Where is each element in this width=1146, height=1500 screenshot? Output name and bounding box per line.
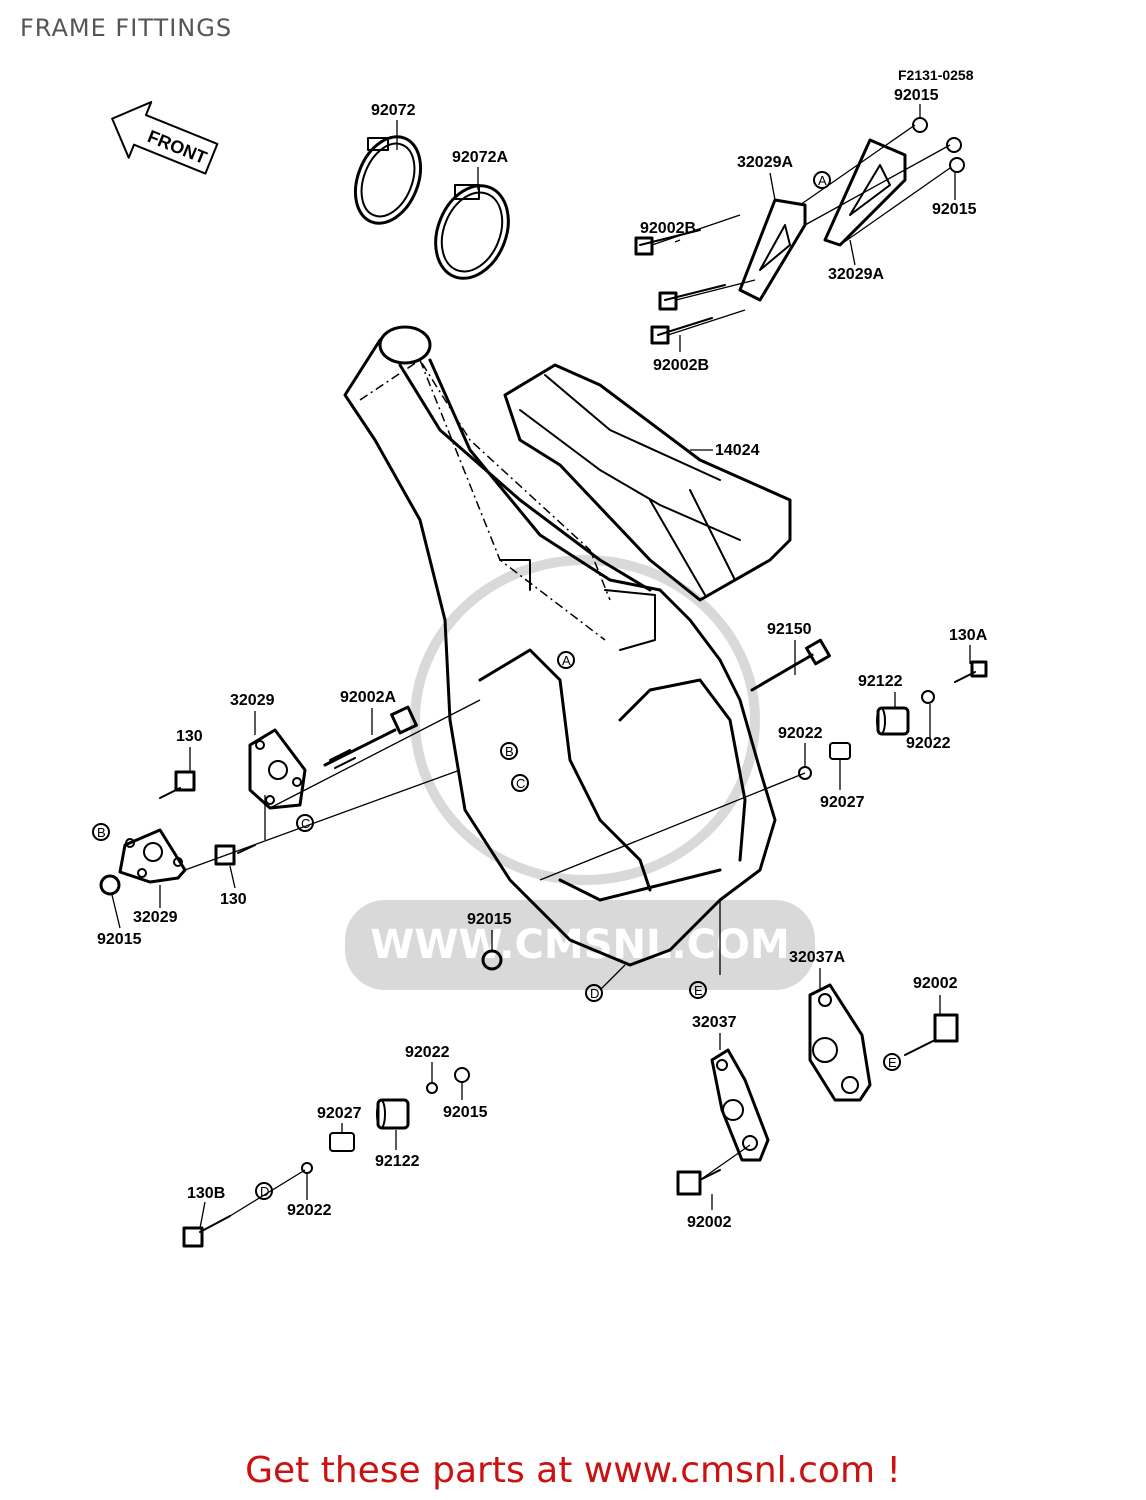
- label-32029-bottom[interactable]: 32029: [133, 909, 178, 926]
- label-130-bottom[interactable]: 130: [220, 891, 247, 908]
- label-92022-bottom[interactable]: 92022: [287, 1202, 332, 1219]
- reference-markers: A A B C B C D E E D: [92, 171, 901, 1200]
- plate-32029-bottom-icon: [118, 828, 187, 884]
- bolt-130b-icon: [182, 1215, 231, 1248]
- ref-a-frame: A: [557, 651, 575, 669]
- label-130-top[interactable]: 130: [176, 728, 203, 745]
- label-32037[interactable]: 32037: [692, 1014, 737, 1031]
- svg-text:B: B: [97, 825, 106, 840]
- ref-c-frame: C: [511, 774, 529, 792]
- nut-92015-lower-icon: [454, 1067, 470, 1083]
- svg-text:C: C: [516, 776, 525, 791]
- bolt-130a-icon: [954, 660, 988, 683]
- svg-text:D: D: [260, 1184, 269, 1199]
- svg-text:C: C: [301, 816, 310, 831]
- ref-d-lower: D: [255, 1182, 273, 1200]
- label-92072[interactable]: 92072: [371, 102, 416, 119]
- leaders-right-lower: [599, 900, 751, 1181]
- label-92122-right[interactable]: 92122: [858, 673, 903, 690]
- label-92015-right[interactable]: 92015: [932, 201, 977, 218]
- svg-text:D: D: [590, 986, 599, 1001]
- bolt-92150-icon: [750, 638, 831, 692]
- clamp-92072a-icon: [434, 184, 510, 280]
- front-arrow-icon: FRONT: [111, 101, 219, 175]
- label-92015-left[interactable]: 92015: [97, 931, 142, 948]
- bracket-32037a-icon: [808, 983, 872, 1102]
- watermark: WWW.CMSNL.COM: [345, 555, 815, 990]
- label-92002-bottom[interactable]: 92002: [687, 1214, 732, 1231]
- label-92150[interactable]: 92150: [767, 621, 812, 638]
- label-92015-top[interactable]: 92015: [894, 87, 939, 104]
- svg-text:E: E: [694, 983, 703, 998]
- label-92015-lower[interactable]: 92015: [443, 1104, 488, 1121]
- washer-92022-lower-icon: [426, 1082, 438, 1094]
- label-130b[interactable]: 130B: [187, 1185, 225, 1202]
- svg-text:A: A: [562, 653, 571, 668]
- label-92002-right[interactable]: 92002: [913, 975, 958, 992]
- bolt-92002-right-icon: [904, 1013, 959, 1056]
- frame-icon: [343, 325, 777, 967]
- ref-e-right: E: [883, 1053, 901, 1071]
- svg-text:B: B: [505, 744, 514, 759]
- cta-link[interactable]: Get these parts at www.cmsnl.com !: [245, 1450, 901, 1491]
- ref-c-left: C: [296, 814, 314, 832]
- ref-d-frame: D: [585, 984, 603, 1002]
- bracket-32029a-icon: [738, 138, 907, 302]
- svg-text:E: E: [888, 1055, 897, 1070]
- part-labels: 92072 92072A 92015 32029A 92015 92002B 3…: [97, 87, 988, 1231]
- washer-92022-bottom-icon: [301, 1162, 313, 1174]
- bolt-92002a-icon: [323, 705, 418, 769]
- ref-b-frame: B: [500, 742, 518, 760]
- nut-92015-left-icon: [99, 874, 121, 896]
- label-92022-lower[interactable]: 92022: [405, 1044, 450, 1061]
- bolts-92002b-icon: [634, 229, 726, 345]
- ref-e-frame: E: [689, 981, 707, 999]
- leaders-top-right: [651, 124, 951, 336]
- label-32029a-top[interactable]: 32029A: [737, 154, 793, 171]
- collar-92027-mid-icon: [829, 742, 851, 760]
- plate-32029-top-icon: [248, 728, 307, 810]
- bolt-92002-bottom-icon: [676, 1169, 721, 1196]
- collar-92122-right-icon: [876, 706, 910, 736]
- construction-lines: [359, 358, 611, 641]
- label-14024[interactable]: 14024: [715, 442, 760, 459]
- bracket-32037-icon: [710, 1048, 770, 1162]
- label-92002a[interactable]: 92002A: [340, 689, 396, 706]
- label-32037a[interactable]: 32037A: [789, 949, 845, 966]
- label-92002b-top[interactable]: 92002B: [640, 220, 696, 237]
- label-leaders: [111, 104, 971, 1229]
- ref-a-top: A: [813, 171, 831, 189]
- label-92002b-bottom[interactable]: 92002B: [653, 357, 709, 374]
- label-92122-lower[interactable]: 92122: [375, 1153, 420, 1170]
- washer-92022-right-icon: [921, 690, 935, 704]
- leaders-lower-left: [229, 1169, 306, 1217]
- svg-text:A: A: [818, 173, 827, 188]
- label-92027-mid[interactable]: 92027: [820, 794, 865, 811]
- bolt-130-top-icon: [159, 770, 196, 799]
- bolt-130-bottom-icon: [214, 844, 256, 866]
- page-title: FRAME FITTINGS: [20, 14, 233, 42]
- diagram-code: F2131-0258: [898, 67, 974, 83]
- chain-guide-14024-icon: [503, 363, 792, 602]
- label-92022-right[interactable]: 92022: [906, 735, 951, 752]
- collar-92027-lower-icon: [329, 1132, 355, 1152]
- label-32029-top[interactable]: 32029: [230, 692, 275, 709]
- label-92022-mid[interactable]: 92022: [778, 725, 823, 742]
- leaders-left: [184, 699, 481, 871]
- clamp-92072-icon: [353, 135, 423, 225]
- collar-92122-lower-icon: [376, 1098, 410, 1130]
- leader-mid: [539, 772, 806, 881]
- nuts-92015-top-icon: [912, 117, 965, 173]
- label-92072a[interactable]: 92072A: [452, 149, 508, 166]
- label-92015-center[interactable]: 92015: [467, 911, 512, 928]
- label-92027-lower[interactable]: 92027: [317, 1105, 362, 1122]
- label-32029a-right[interactable]: 32029A: [828, 266, 884, 283]
- ref-b-left: B: [92, 823, 110, 841]
- label-130a[interactable]: 130A: [949, 627, 988, 644]
